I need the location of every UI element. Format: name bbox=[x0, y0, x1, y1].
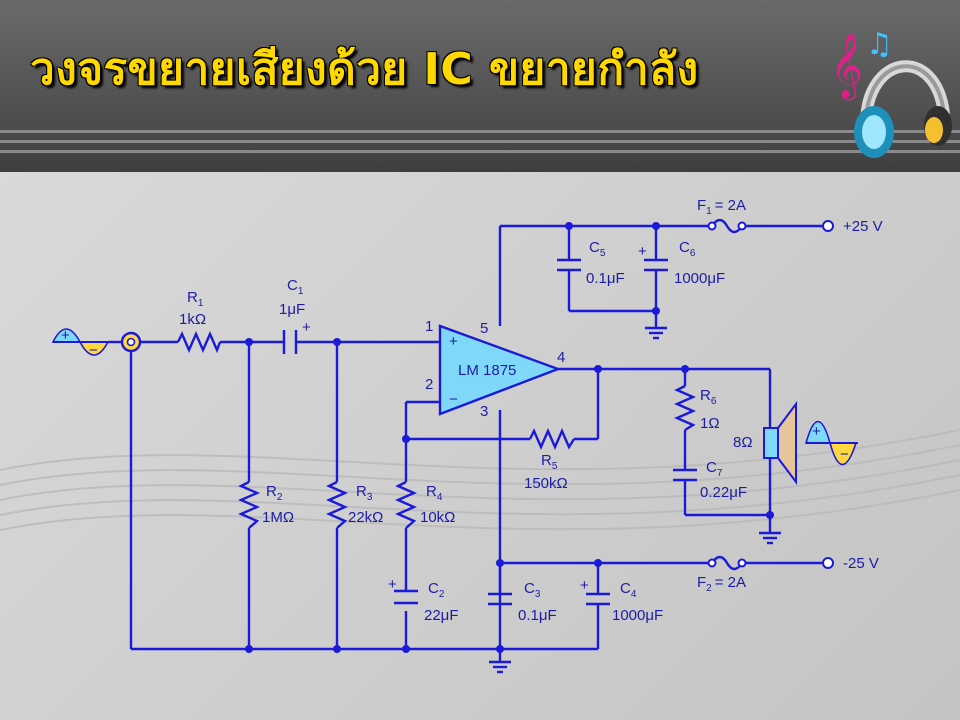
input-jack bbox=[120, 331, 142, 353]
svg-text:+: + bbox=[580, 577, 589, 594]
slide-title: วงจรขยายเสียงด้วย IC ขยายกำลัง bbox=[30, 44, 699, 95]
background-staff-decoration bbox=[0, 429, 960, 531]
svg-text:♫: ♫ bbox=[866, 27, 893, 62]
svg-text:R5: R5 bbox=[541, 452, 558, 472]
svg-text:−: − bbox=[449, 391, 458, 408]
output-signal-wave: + − bbox=[804, 420, 858, 466]
svg-text:+: + bbox=[812, 423, 821, 440]
svg-text:R1: R1 bbox=[187, 289, 204, 309]
ic-lm1875: LM 1875 + − 1 2 3 4 5 bbox=[425, 318, 565, 420]
r1-value: 1kΩ bbox=[179, 311, 206, 328]
capacitor-c4: + C4 1000μF bbox=[580, 577, 663, 624]
capacitor-c5: C5 0.1μF bbox=[557, 239, 625, 287]
r6-value: 1Ω bbox=[700, 415, 720, 432]
capacitor-c2: + C2 22μF bbox=[388, 576, 459, 624]
svg-text:3: 3 bbox=[480, 403, 488, 420]
ground-icon bbox=[645, 326, 667, 340]
svg-text:4: 4 bbox=[557, 349, 565, 366]
c4-value: 1000μF bbox=[612, 607, 663, 624]
svg-text:−: − bbox=[840, 446, 849, 463]
resistor-r2: R2 1MΩ bbox=[238, 480, 294, 529]
circuit-wires bbox=[108, 224, 822, 662]
c3-value: 0.1μF bbox=[518, 607, 557, 624]
speaker-icon: 8Ω bbox=[733, 401, 797, 485]
capacitor-c7: C7 0.22μF bbox=[673, 459, 747, 501]
svg-text:𝄞: 𝄞 bbox=[830, 33, 863, 100]
svg-text:C5: C5 bbox=[589, 239, 606, 259]
c5-value: 0.1μF bbox=[586, 270, 625, 287]
fuse-f2: F2= 2A bbox=[697, 555, 747, 594]
signal-minus-label: − bbox=[89, 342, 98, 359]
input-signal-source: + − bbox=[51, 327, 110, 359]
svg-text:R2: R2 bbox=[266, 483, 283, 503]
r4-value: 10kΩ bbox=[420, 509, 455, 526]
signal-plus-label: + bbox=[61, 327, 70, 344]
music-headphones-icon: 𝄞 ♫ bbox=[830, 27, 952, 158]
svg-text:C6: C6 bbox=[679, 239, 696, 259]
c7-value: 0.22μF bbox=[700, 484, 747, 501]
header-stripe bbox=[0, 140, 960, 143]
slide-header: วงจรขยายเสียงด้วย IC ขยายกำลัง 𝄞 ♫ bbox=[0, 0, 960, 172]
svg-text:2: 2 bbox=[425, 376, 433, 393]
svg-text:+: + bbox=[388, 576, 397, 593]
svg-text:C1: C1 bbox=[287, 277, 304, 297]
ground-icon bbox=[759, 531, 781, 545]
header-stripe bbox=[0, 150, 960, 153]
c6-value: 1000μF bbox=[674, 270, 725, 287]
capacitor-c6: + C6 1000μF bbox=[638, 239, 725, 287]
supply-negative-terminal: -25 V bbox=[822, 555, 879, 572]
c2-value: 22μF bbox=[424, 607, 459, 624]
svg-text:R4: R4 bbox=[426, 483, 443, 503]
speaker-impedance-label: 8Ω bbox=[733, 434, 753, 451]
header-stripe bbox=[0, 130, 960, 133]
svg-text:5: 5 bbox=[480, 320, 488, 337]
resistor-r1: R1 1kΩ bbox=[176, 289, 222, 354]
svg-text:R6: R6 bbox=[700, 387, 717, 407]
fuse-f1: F1= 2A bbox=[697, 197, 747, 234]
capacitor-c3: C3 0.1μF bbox=[488, 580, 557, 624]
svg-text:C3: C3 bbox=[524, 580, 541, 600]
svg-text:C2: C2 bbox=[428, 580, 445, 600]
resistor-r4: R4 10kΩ bbox=[395, 480, 455, 529]
ground-icon bbox=[489, 660, 511, 674]
svg-text:C7: C7 bbox=[706, 459, 723, 479]
svg-text:F1= 2A: F1= 2A bbox=[697, 197, 746, 217]
supply-positive-label: +25 V bbox=[843, 218, 883, 235]
svg-text:+: + bbox=[638, 243, 647, 260]
r2-value: 1MΩ bbox=[262, 509, 294, 526]
resistor-r6: R6 1Ω bbox=[674, 384, 720, 432]
amplifier-schematic: + − R1 1kΩ R2 1MΩ R3 22kΩ bbox=[0, 197, 960, 674]
junction-dots bbox=[245, 222, 774, 653]
capacitor-c1: + C1 1μF bbox=[279, 277, 311, 354]
resistor-r3: R3 22kΩ bbox=[326, 480, 383, 529]
r5-value: 150kΩ bbox=[524, 475, 568, 492]
supply-positive-terminal: +25 V bbox=[822, 218, 883, 235]
resistor-r5: R5 150kΩ bbox=[524, 428, 576, 492]
svg-text:1: 1 bbox=[425, 318, 433, 335]
svg-text:+: + bbox=[449, 333, 458, 350]
ic-part-label: LM 1875 bbox=[458, 362, 516, 379]
svg-text:R3: R3 bbox=[356, 483, 373, 503]
svg-text:+: + bbox=[302, 319, 311, 336]
svg-text:C4: C4 bbox=[620, 580, 637, 600]
c1-value: 1μF bbox=[279, 301, 305, 318]
r3-value: 22kΩ bbox=[348, 509, 383, 526]
content-area: + − R1 1kΩ R2 1MΩ R3 22kΩ bbox=[0, 172, 960, 720]
svg-text:F2= 2A: F2= 2A bbox=[697, 574, 746, 594]
supply-negative-label: -25 V bbox=[843, 555, 879, 572]
